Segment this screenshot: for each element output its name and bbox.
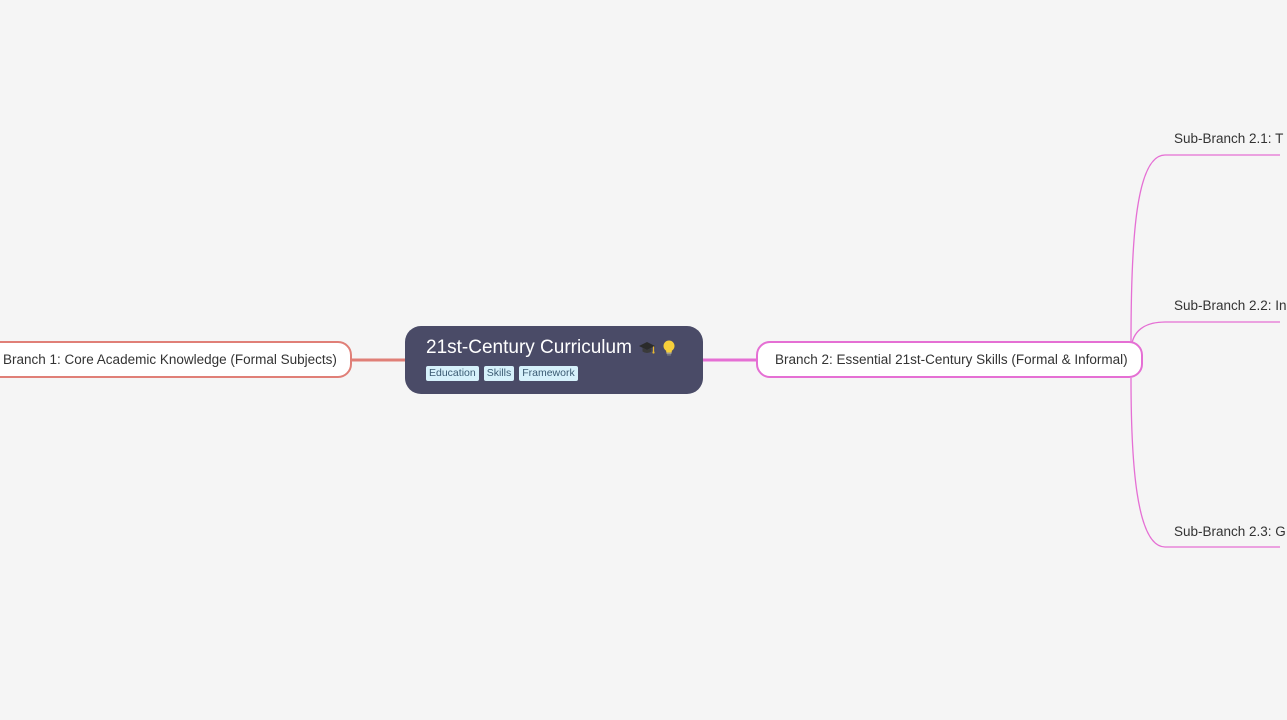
- sub-branch-2-3-label[interactable]: Sub-Branch 2.3: G: [1174, 524, 1286, 539]
- tag-framework[interactable]: Framework: [519, 366, 578, 381]
- graduation-cap-icon: [638, 339, 656, 357]
- branch-node-1[interactable]: Branch 1: Core Academic Knowledge (Forma…: [0, 341, 352, 378]
- branch-2-label: Branch 2: Essential 21st-Century Skills …: [775, 352, 1128, 367]
- branch-1-label: Branch 1: Core Academic Knowledge (Forma…: [3, 352, 337, 367]
- branch-node-2[interactable]: Branch 2: Essential 21st-Century Skills …: [756, 341, 1143, 378]
- connector-sub-branch-2-3: [1130, 377, 1280, 548]
- sub-branch-2-2-label[interactable]: Sub-Branch 2.2: In: [1174, 298, 1287, 313]
- root-topic-node[interactable]: 21st-Century Curriculum: [405, 326, 703, 394]
- sub-branch-2-1-label[interactable]: Sub-Branch 2.1: T: [1174, 131, 1284, 146]
- root-tag-list: Education Skills Framework: [426, 366, 703, 381]
- connector-sub-branch-2-1: [1130, 154, 1280, 343]
- connector-sub-branch-2-2: [1130, 321, 1280, 353]
- tag-skills[interactable]: Skills: [483, 366, 515, 381]
- light-bulb-icon: [660, 339, 678, 357]
- tag-education[interactable]: Education: [426, 366, 479, 381]
- root-topic-title: 21st-Century Curriculum: [426, 337, 632, 358]
